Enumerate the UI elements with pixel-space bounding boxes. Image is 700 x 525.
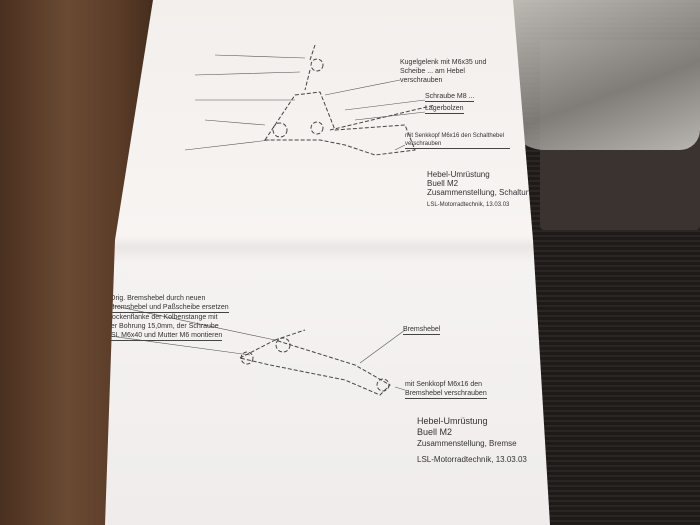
brake-lever-drawing [238,329,391,396]
bottom-note-replace-lever: Orig. Bremshebel durch neuen Bremshebel … [110,295,229,313]
top-note-ball-joint: Kugelgelenk mit M6x35 und Scheibe ... am… [400,59,487,84]
bottom-title-block: Hebel-Umrüstung Buell M2 Zusammenstellun… [417,416,527,464]
top-note-screw: Schraube M8 ... [425,93,475,102]
plastic-bag-with-bolts [505,0,700,150]
top-title-block: Hebel-Umrüstung Buell M2 Zusammenstellun… [427,170,535,208]
bottom-label-brake-lever: Bremshebel [403,326,441,335]
technical-drawings [109,44,436,396]
leader-lines-top [184,54,426,151]
bottom-note-countersunk: mit Senkkopf M6x16 den Bremshebel versch… [405,381,487,399]
shift-lever-drawing [264,44,436,156]
top-note-countersunk: mit Senkkopf M6x16 den Schalthebel versc… [405,132,510,149]
top-note-bearing-bolt: Lagerbolzen [425,105,464,114]
bottom-note-piston-rod: Nockenflanke der Kolbenstange mit der Bo… [107,314,223,341]
paper-document: Kugelgelenk mit M6x35 und Scheibe ... am… [105,0,550,525]
leader-lines-bottom [109,304,406,391]
